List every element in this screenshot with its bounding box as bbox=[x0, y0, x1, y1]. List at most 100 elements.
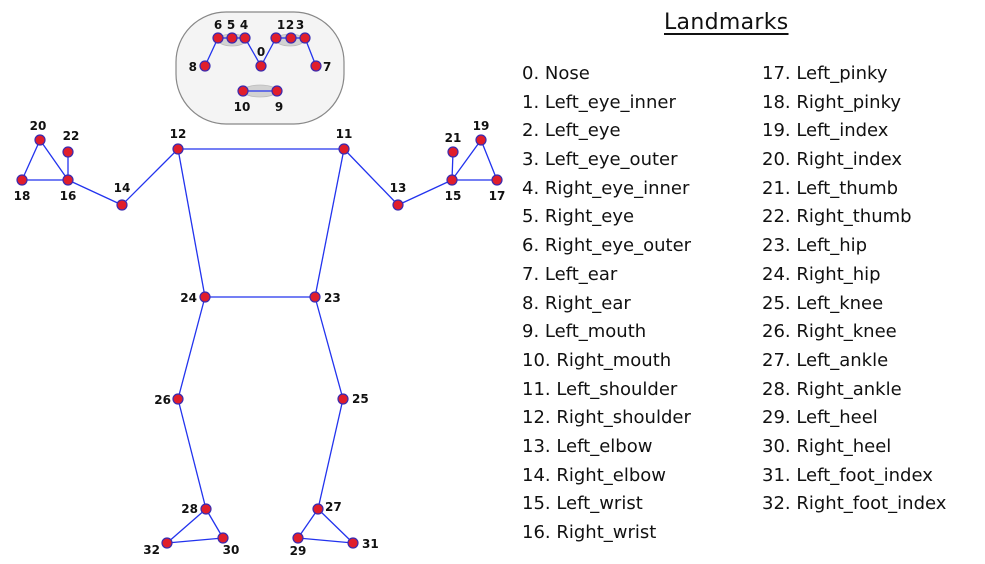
landmark-point-26 bbox=[172, 393, 184, 405]
legend-column-right: 17. Left_pinky 18. Right_pinky 19. Left_in… bbox=[762, 60, 946, 519]
connection-26-28 bbox=[177, 398, 207, 510]
landmark-label-0: 0 bbox=[257, 45, 265, 59]
legend-item: 18. Right_pinky bbox=[762, 91, 902, 113]
landmark-label-26: 26 bbox=[154, 393, 171, 407]
landmark-point-21 bbox=[447, 146, 459, 158]
landmark-point-16 bbox=[62, 174, 74, 186]
landmark-label-16: 16 bbox=[60, 189, 77, 203]
landmark-label-17: 17 bbox=[489, 189, 506, 203]
landmark-point-32 bbox=[161, 537, 173, 549]
landmark-point-22 bbox=[62, 146, 74, 158]
landmark-point-30 bbox=[217, 532, 229, 544]
landmark-point-2 bbox=[285, 32, 297, 44]
landmark-point-31 bbox=[347, 537, 359, 549]
legend-item: 16. Right_wrist bbox=[522, 522, 657, 543]
connection-12-24 bbox=[177, 148, 206, 298]
legend-item: 2. Left_eye bbox=[522, 120, 621, 142]
legend-item: 3. Left_eye_outer bbox=[522, 149, 678, 171]
landmark-point-25 bbox=[337, 393, 349, 405]
connection-29-31 bbox=[297, 537, 354, 544]
landmark-label-22: 22 bbox=[63, 129, 80, 143]
legend-item: 10. Right_mouth bbox=[522, 349, 672, 371]
landmark-label-28: 28 bbox=[181, 502, 198, 516]
landmark-point-18 bbox=[16, 174, 28, 186]
landmark-label-9: 9 bbox=[275, 100, 283, 114]
landmark-label-27: 27 bbox=[325, 500, 342, 514]
landmark-point-17 bbox=[491, 174, 503, 186]
legend-item: 22. Right_thumb bbox=[762, 206, 912, 228]
landmark-points bbox=[16, 32, 503, 549]
legend-item: 25. Left_knee bbox=[762, 292, 884, 314]
landmark-point-19 bbox=[475, 134, 487, 146]
landmark-label-2: 2 bbox=[286, 18, 294, 32]
landmark-label-11: 11 bbox=[336, 127, 353, 141]
landmark-point-15 bbox=[446, 174, 458, 186]
landmark-label-23: 23 bbox=[324, 291, 341, 305]
landmark-label-8: 8 bbox=[189, 60, 197, 74]
connection-11-23 bbox=[314, 148, 345, 298]
legend-item: 8. Right_ear bbox=[522, 292, 631, 314]
landmark-label-18: 18 bbox=[14, 189, 31, 203]
connection-18-20 bbox=[21, 139, 41, 181]
legend-item: 31. Left_foot_index bbox=[762, 464, 933, 486]
legend-item: 19. Left_index bbox=[762, 120, 889, 142]
landmark-point-13 bbox=[392, 199, 404, 211]
landmark-label-7: 7 bbox=[323, 60, 331, 74]
connection-15-19 bbox=[451, 139, 482, 181]
legend-item: 14. Right_elbow bbox=[522, 464, 666, 486]
landmark-label-19: 19 bbox=[473, 119, 490, 133]
landmark-label-30: 30 bbox=[223, 543, 240, 557]
legend-item: 12. Right_shoulder bbox=[522, 407, 691, 429]
legend-item: 32. Right_foot_index bbox=[762, 493, 947, 515]
legend-item: 9. Left_mouth bbox=[522, 321, 647, 343]
landmark-label-25: 25 bbox=[352, 392, 369, 406]
legend-item: 26. Right_knee bbox=[762, 321, 897, 343]
connection-27-29 bbox=[297, 508, 319, 539]
landmark-point-23 bbox=[309, 291, 321, 303]
landmark-point-29 bbox=[292, 532, 304, 544]
landmark-label-10: 10 bbox=[234, 100, 251, 114]
connection-16-20 bbox=[39, 139, 69, 181]
landmark-point-9 bbox=[271, 85, 283, 97]
landmark-point-8 bbox=[199, 60, 211, 72]
legend-item: 1. Left_eye_inner bbox=[522, 91, 676, 113]
connection-23-25 bbox=[314, 296, 344, 400]
landmark-point-12 bbox=[172, 143, 184, 155]
landmark-label-3: 3 bbox=[296, 18, 304, 32]
landmark-label-20: 20 bbox=[30, 119, 47, 133]
landmark-point-0 bbox=[255, 60, 267, 72]
legend-item: 21. Left_thumb bbox=[762, 177, 899, 199]
connection-28-30 bbox=[205, 508, 224, 539]
landmark-label-14: 14 bbox=[114, 181, 131, 195]
landmark-point-1 bbox=[270, 32, 282, 44]
landmark-label-29: 29 bbox=[290, 544, 307, 558]
landmark-point-27 bbox=[312, 503, 324, 515]
legend-item: 0. Nose bbox=[522, 63, 590, 84]
legend-item: 17. Left_pinky bbox=[762, 63, 888, 84]
legend-item: 20. Right_index bbox=[762, 149, 902, 171]
connection-11-13 bbox=[343, 148, 399, 206]
legend-item: 27. Left_ankle bbox=[762, 349, 889, 371]
landmark-label-31: 31 bbox=[362, 537, 379, 551]
landmark-label-4: 4 bbox=[240, 18, 248, 32]
landmark-point-10 bbox=[237, 85, 249, 97]
landmark-label-5: 5 bbox=[227, 18, 235, 32]
legend-item: 23. Left_hip bbox=[762, 235, 868, 257]
legend-item: 4. Right_eye_inner bbox=[522, 177, 690, 199]
connection-25-27 bbox=[317, 398, 344, 510]
connection-28-32 bbox=[166, 508, 207, 544]
landmark-point-4 bbox=[239, 32, 251, 44]
landmark-label-13: 13 bbox=[390, 181, 407, 195]
connection-14-16 bbox=[67, 179, 123, 206]
landmark-label-24: 24 bbox=[180, 291, 197, 305]
legend-item: 6. Right_eye_outer bbox=[522, 235, 692, 257]
connection-30-32 bbox=[166, 537, 224, 544]
legend-item: 11. Left_shoulder bbox=[522, 378, 678, 400]
legend-item: 29. Left_heel bbox=[762, 407, 878, 429]
connection-13-15 bbox=[397, 179, 453, 206]
landmark-point-24 bbox=[199, 291, 211, 303]
legend-column-left: 0. Nose 1. Left_eye_inner 2. Left_eye 3. Le… bbox=[522, 60, 691, 548]
landmark-label-6: 6 bbox=[214, 18, 222, 32]
